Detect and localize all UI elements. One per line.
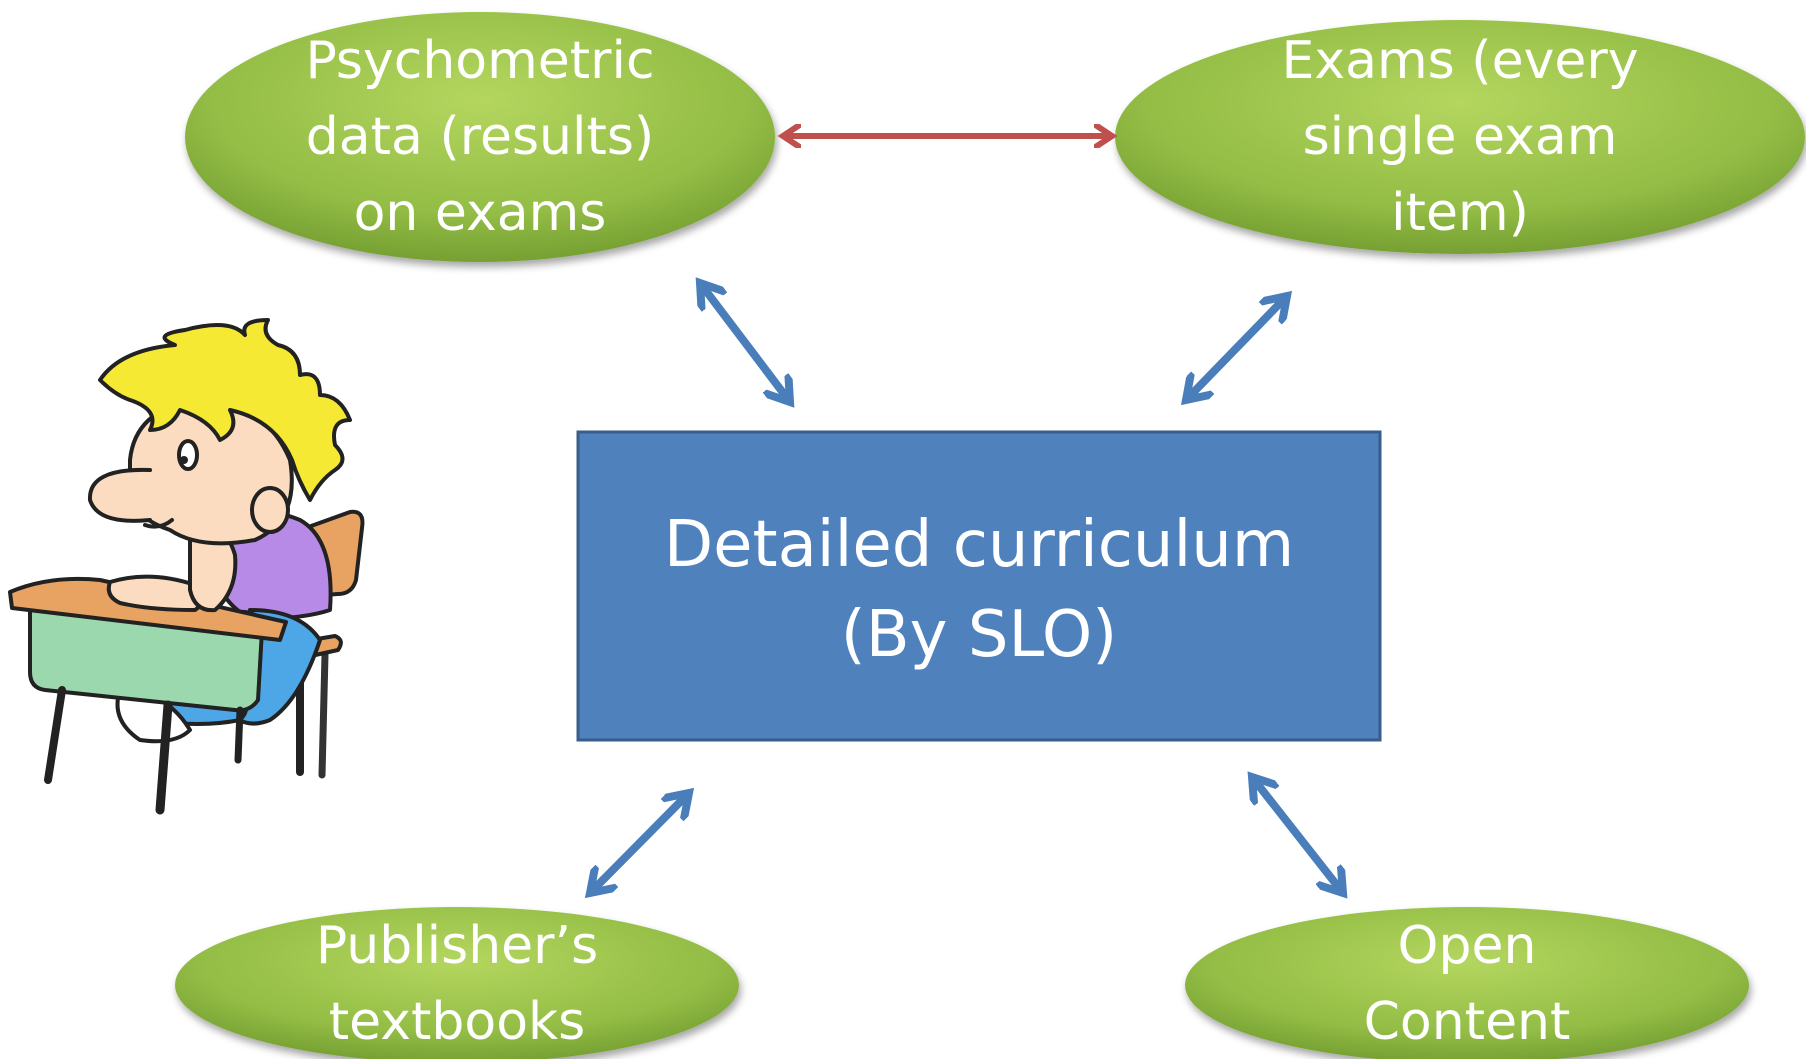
arrow-exams-curriculum [1186, 296, 1287, 400]
node-exams: Exams (every single exam item) [1115, 20, 1805, 254]
exams-line-2: single exam [1303, 107, 1618, 167]
open-content-line-2: Content [1364, 992, 1571, 1052]
arrow-textbooks-curriculum [590, 793, 689, 893]
exams-line-3: item) [1391, 183, 1529, 243]
psychometric-line-2: data (results) [306, 107, 654, 167]
node-curriculum: Detailed curriculum (By SLO) [576, 430, 1382, 742]
node-textbooks: Publisher’s textbooks [175, 907, 739, 1059]
exams-line-1: Exams (every [1282, 31, 1639, 91]
oval-psychometric [185, 12, 775, 262]
student-at-desk-icon [8, 318, 365, 815]
curriculum-box [576, 430, 1382, 742]
curriculum-line-1: Detailed curriculum [664, 508, 1294, 582]
textbooks-line-1: Publisher’s [316, 916, 598, 976]
psychometric-line-3: on exams [354, 183, 607, 243]
student-arm [106, 574, 205, 612]
curriculum-line-2: (By SLO) [841, 598, 1117, 672]
open-content-line-1: Open [1398, 916, 1537, 976]
oval-textbooks [175, 907, 739, 1059]
arrow-open-content-curriculum [1252, 777, 1343, 893]
node-open-content: Open Content [1185, 907, 1749, 1059]
oval-open-content [1185, 907, 1749, 1059]
arrow-psychometric-curriculum [700, 283, 790, 402]
student-hair [98, 318, 352, 502]
oval-exams [1115, 20, 1805, 254]
psychometric-line-1: Psychometric [305, 31, 654, 91]
node-psychometric: Psychometric data (results) on exams [185, 12, 775, 262]
textbooks-line-2: textbooks [329, 992, 585, 1052]
